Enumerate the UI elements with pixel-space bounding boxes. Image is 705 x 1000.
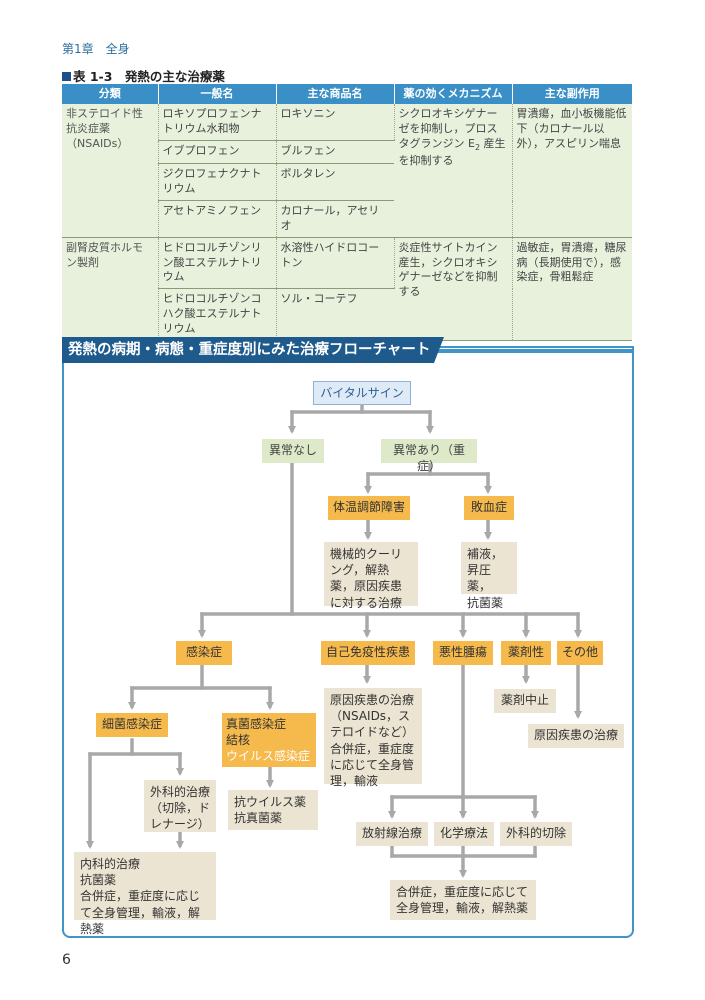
table-row: アセトアミノフェン カロナール，アセリオ (62, 200, 632, 238)
table-title: 表 1-3 発熱の主な治療薬 (62, 66, 225, 85)
surgical-line: 外科的治療 (150, 785, 211, 799)
node-autoimmune: 自己免疫性疾患 (321, 641, 415, 665)
fungal-line: 真菌感染症 (226, 717, 287, 731)
autoimmune-tx-line: 合併症，重症度に応じて全身管理，輸液 (330, 741, 415, 788)
cell-brand: ボルタレン (276, 163, 394, 201)
header-generic: 一般名 (158, 84, 277, 104)
node-surgical-resection: 外科的切除 (500, 822, 572, 846)
cell-brand: カロナール，アセリオ (276, 200, 394, 238)
drug-table: 分類 一般名 主な商品名 薬の効くメカニズム 主な副作用 非ステロイド性抗炎症薬… (62, 84, 632, 341)
page-number: 6 (62, 952, 71, 968)
node-other: その他 (557, 641, 603, 665)
node-drug-induced: 薬剤性 (501, 641, 551, 665)
node-malignant-tumor: 悪性腫瘍 (433, 641, 493, 665)
header-brand: 主な商品名 (276, 84, 395, 104)
table-row: イブプロフェン ブルフェン (62, 140, 632, 164)
node-abnormal: 異常あり（重症） (381, 439, 477, 473)
tumor-tx-line: 全身管理，輸液，解熱薬 (396, 901, 529, 916)
mechanism-subscript: 2 (474, 142, 481, 152)
sepsis-tx-line: 補液， (467, 547, 504, 561)
cell-class-nsaid: 非ステロイド性抗炎症薬（NSAIDs） (62, 104, 159, 238)
node-chemotherapy: 化学療法 (434, 822, 494, 846)
cell-class-steroid: 副腎皮質ホルモン製剤 (62, 237, 159, 341)
table-title-text: 表 1-3 発熱の主な治療薬 (73, 69, 225, 84)
fungal-line: 結核 (226, 733, 251, 748)
table-row: 副腎皮質ホルモン製剤 ヒドロコルチゾンリン酸エステルナトリウム 水溶性ハイドロコ… (62, 237, 632, 341)
node-other-treatment: 原因疾患の治療 (528, 724, 624, 748)
node-medical: 内科的治療抗菌薬合併症，重症度に応じて全身管理，輸液，解熱薬 (74, 852, 216, 936)
fungal-line-viral: ウイルス感染症 (226, 749, 311, 764)
node-bacterial: 細菌感染症 (96, 713, 168, 737)
cell-generic: ロキソプロフェンナトリウム水和物 (158, 104, 277, 141)
cell-side-effects-nsaid: 胃潰瘍，血小板機能低下（カロナール以外），アスピリン喘息 (512, 104, 632, 238)
cell-brand: ロキソニン (276, 104, 395, 141)
cell-generic: ジクロフェナクナトリウム (158, 163, 277, 201)
node-sepsis: 敗血症 (464, 496, 514, 520)
cell-generic: イブプロフェン (158, 140, 277, 164)
flowchart-title-bar (420, 349, 634, 353)
node-sepsis-treatment: 補液， 昇圧薬，抗菌薬 (461, 542, 517, 610)
header-side-effects: 主な副作用 (512, 84, 632, 104)
table-row: ジクロフェナクナトリウム ボルタレン (62, 163, 632, 201)
sepsis-tx-line: 昇圧薬， (467, 563, 492, 594)
mechanism-text-end: 産生を抑制する (398, 136, 506, 167)
header-mechanism: 薬の効くメカニズム (394, 84, 513, 104)
sepsis-tx-line: 抗菌薬 (467, 595, 504, 610)
cell-brand: 水溶性ハイドロコートン (276, 237, 395, 290)
medical-line: 合併症，重症度に応じて全身管理，輸液，解熱薬 (80, 889, 201, 936)
mechanism-text: シクロオキシゲナーゼを抑制し，プロスタグランジン E (398, 107, 498, 150)
node-normal: 異常なし (262, 439, 324, 463)
table-row: 非ステロイド性抗炎症薬（NSAIDs） ロキソプロフェンナトリウム水和物 ロキソ… (62, 104, 632, 238)
cell-side-effects-steroid: 過敏症，胃潰瘍，糖尿病（長期使用で），感染症，骨粗鬆症 (512, 237, 632, 341)
node-fungal: 真菌感染症結核ウイルス感染症 (222, 713, 316, 767)
autoimmune-tx-line: 原因疾患の治療（NSAIDs，ステロイドなど） (330, 693, 415, 740)
table-header-row: 分類 一般名 主な商品名 薬の効くメカニズム 主な副作用 (62, 84, 632, 104)
cell-generic: アセトアミノフェン (158, 200, 277, 238)
node-tumor-supportive: 合併症，重症度に応じて全身管理，輸液，解熱薬 (390, 880, 536, 920)
surgical-line: （切除，ドレナージ） (150, 801, 211, 832)
medical-line: 抗菌薬 (80, 873, 117, 888)
node-drug-discontinue: 薬剤中止 (494, 689, 556, 713)
node-infection: 感染症 (176, 641, 232, 665)
chapter-header: 第1章 全身 (62, 42, 130, 56)
node-vital-signs: バイタルサイン (313, 381, 411, 405)
node-radiation: 放射線治療 (356, 822, 428, 846)
antiviral-line: 抗真菌薬 (234, 811, 283, 826)
node-autoimmune-treatment: 原因疾患の治療（NSAIDs，ステロイドなど）合併症，重症度に応じて全身管理，輸… (324, 688, 422, 788)
cell-mechanism-steroid: 炎症性サイトカイン産生，シクロオキシゲナーゼなどを抑制する (394, 237, 513, 341)
cell-brand: ソル・コーテフ (276, 288, 394, 341)
square-marker-icon (62, 72, 71, 81)
antiviral-line: 抗ウイルス薬 (234, 795, 307, 809)
cell-brand: ブルフェン (276, 140, 394, 164)
node-antiviral: 抗ウイルス薬抗真菌薬 (228, 790, 318, 830)
cell-mechanism-nsaid: シクロオキシゲナーゼを抑制し，プロスタグランジン E2 産生を抑制する (394, 104, 513, 238)
table-row: ヒドロコルチゾンコハク酸エステルナトリウム ソル・コーテフ (62, 288, 632, 341)
cell-generic: ヒドロコルチゾンリン酸エステルナトリウム (158, 237, 277, 290)
flowchart-title: 発熱の病期・病態・重症度別にみた治療フローチャート (62, 337, 444, 363)
header-class: 分類 (62, 84, 159, 104)
medical-line: 内科的治療 (80, 857, 141, 871)
node-thermoregulation: 体温調節障害 (328, 496, 410, 520)
cell-generic: ヒドロコルチゾンコハク酸エステルナトリウム (158, 288, 277, 341)
tumor-tx-line: 合併症，重症度に応じて (396, 885, 529, 899)
node-thermo-treatment: 機械的クーリング，解熱薬，原因疾患に対する治療 (324, 542, 418, 610)
node-surgical: 外科的治療 （切除，ドレナージ） (144, 780, 216, 832)
